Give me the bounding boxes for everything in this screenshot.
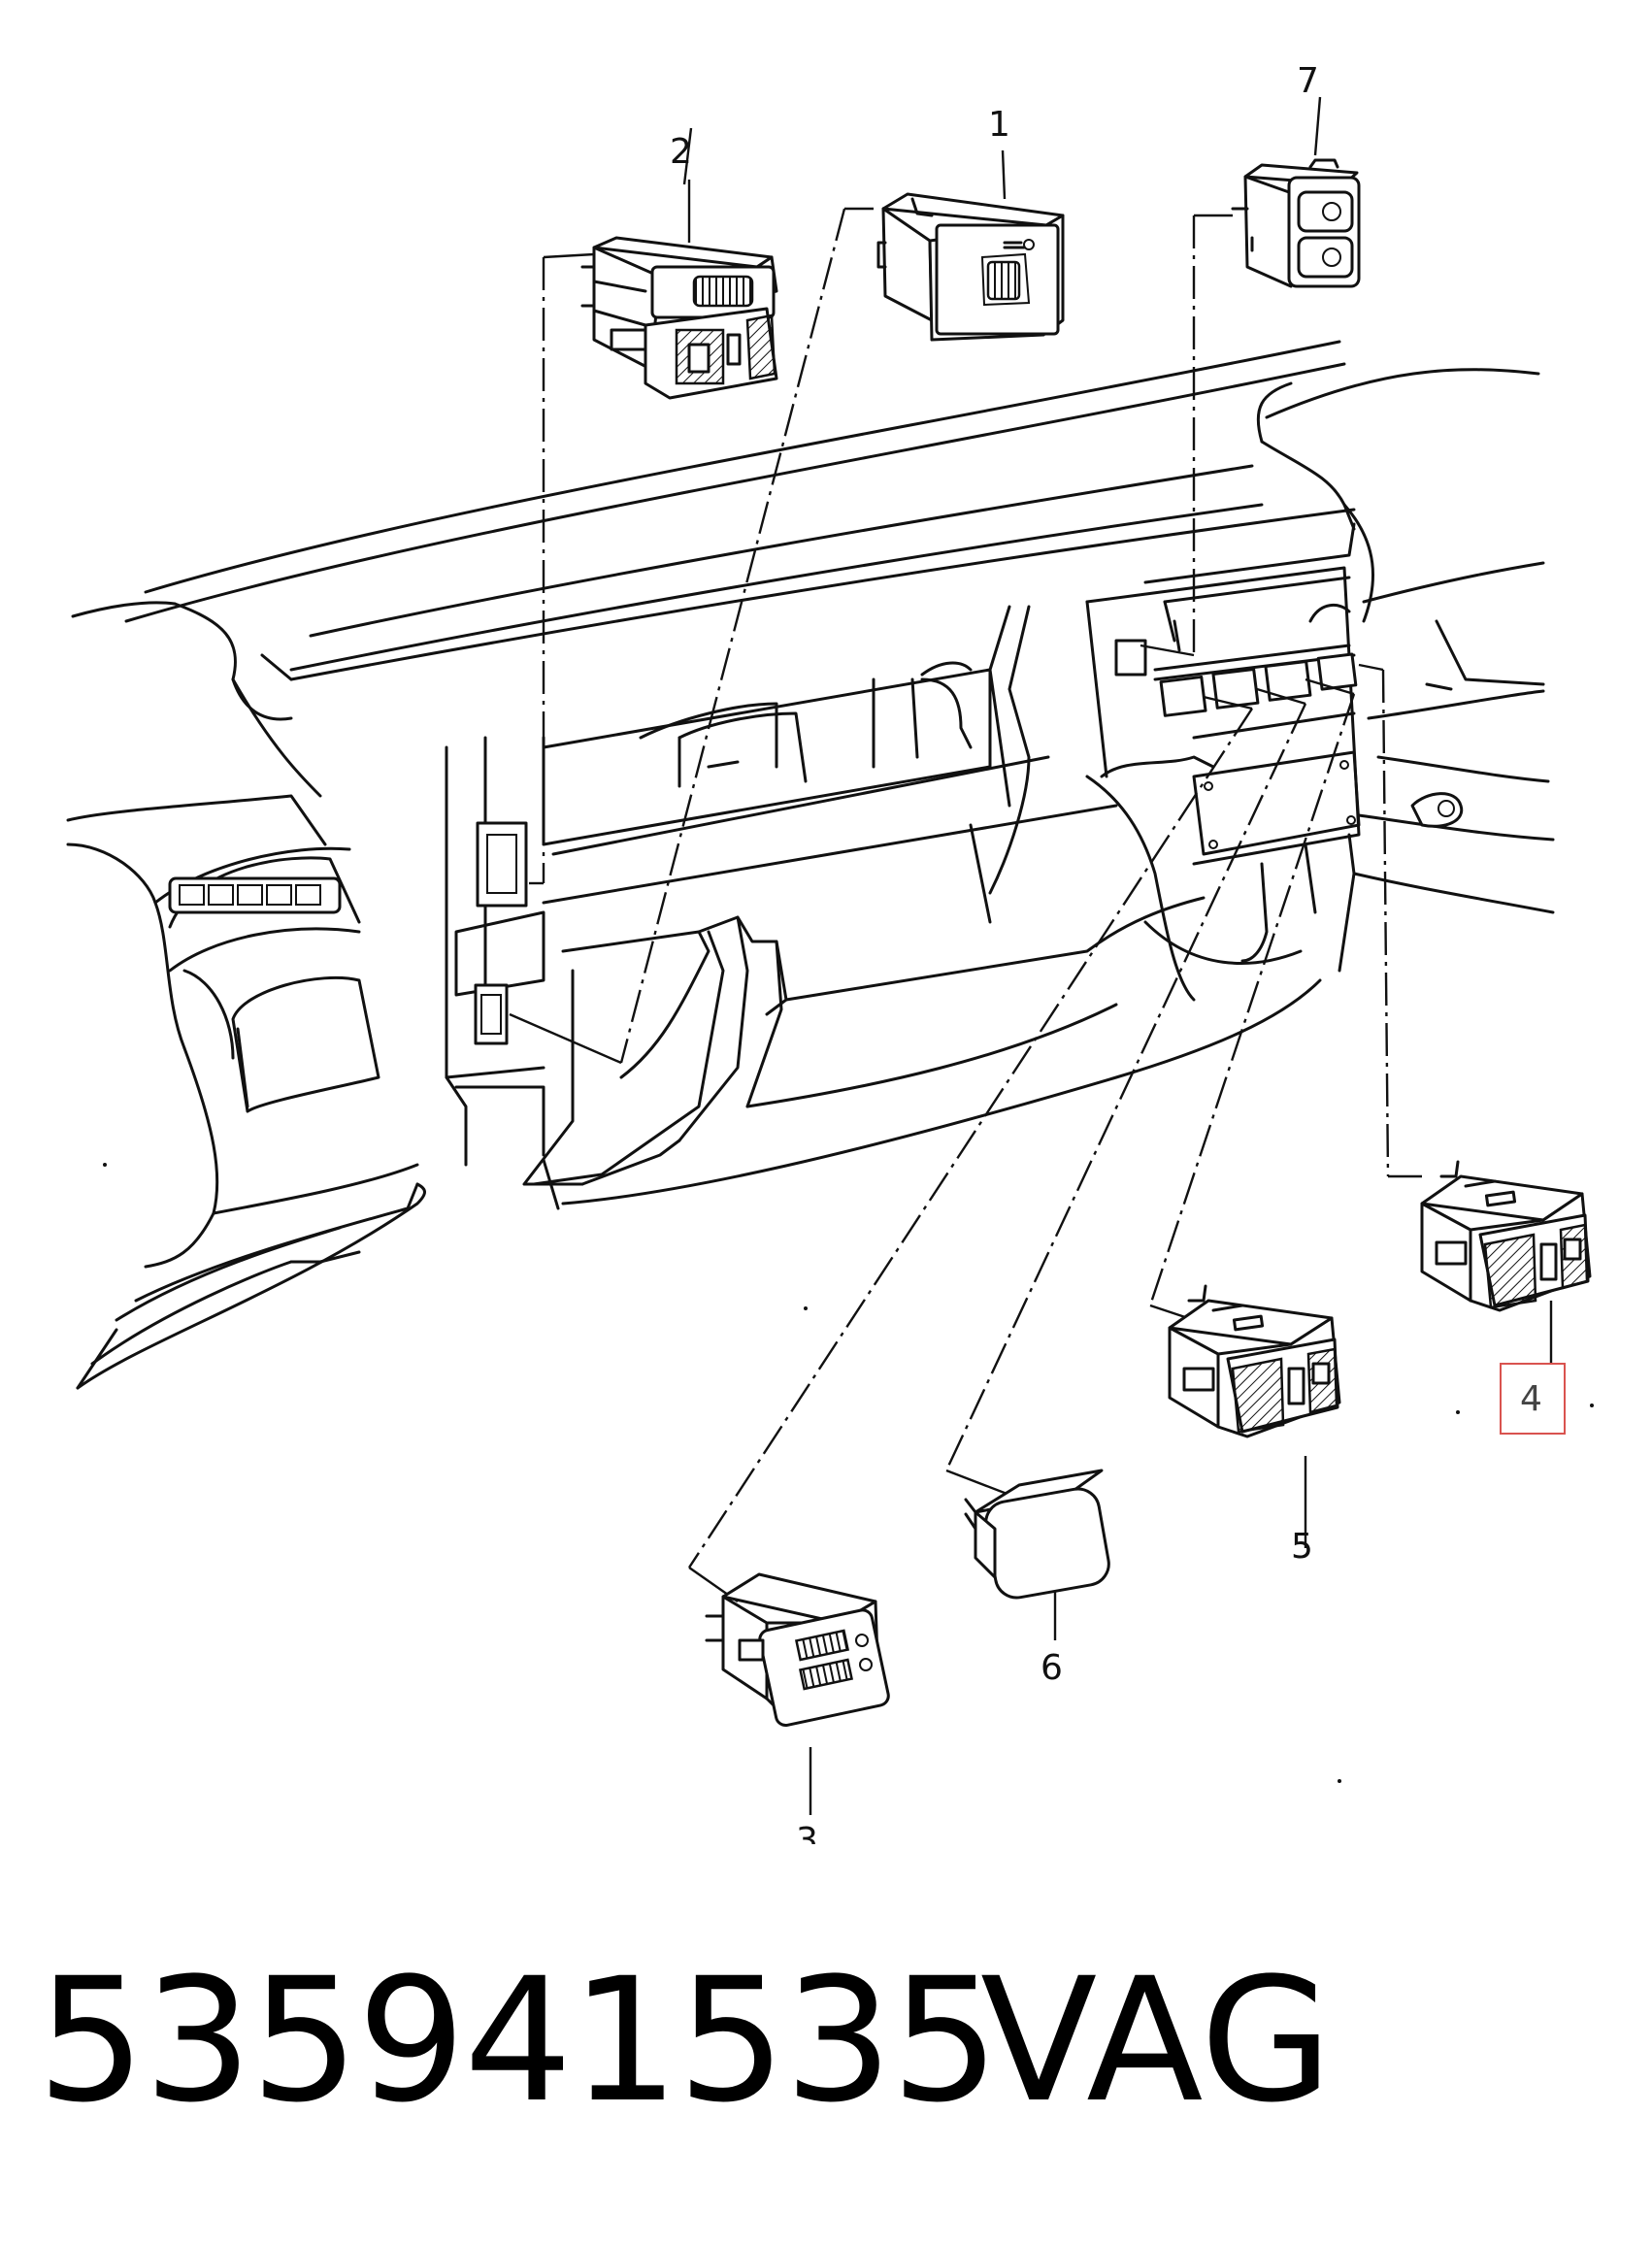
exploded-parts-diagram: 2 1 7 3 6 5 4 — [0, 61, 1594, 1844]
callout-6: 6 — [1041, 1648, 1063, 1688]
console-switch-slot-3 — [1266, 661, 1310, 700]
part-4-rocker-switch — [1422, 1162, 1590, 1310]
part-5-rocker-switch — [1170, 1286, 1339, 1437]
callout-5: 5 — [1291, 1527, 1313, 1567]
callout-7: 7 — [1297, 61, 1319, 101]
part-7-rocker-switch-double — [1233, 160, 1359, 286]
part-2-dimmer-switch-assembly — [582, 238, 776, 398]
console-switch-slot-2 — [1213, 669, 1258, 708]
brand-name: VAG — [980, 1941, 1333, 2140]
callout-3: 3 — [796, 1821, 818, 1844]
dashboard-outline — [68, 342, 1553, 1388]
callout-4-highlight-box — [1501, 1364, 1565, 1434]
leader-lines — [510, 97, 1551, 1815]
callout-2: 2 — [670, 132, 692, 172]
console-switch-slot-1 — [1161, 677, 1206, 715]
part-1-headlight-range-switch — [878, 194, 1063, 340]
part-6-blank-cover — [966, 1470, 1112, 1601]
instrument-cluster-vent — [170, 878, 340, 912]
part-number: 535941535 — [37, 1941, 1000, 2140]
callout-4: 4 — [1520, 1379, 1542, 1419]
callout-1: 1 — [988, 105, 1010, 145]
console-switch-slot-4 — [1318, 654, 1356, 689]
part-3-heater-control-switch — [707, 1574, 890, 1727]
switch-cutout-upper — [478, 823, 526, 906]
